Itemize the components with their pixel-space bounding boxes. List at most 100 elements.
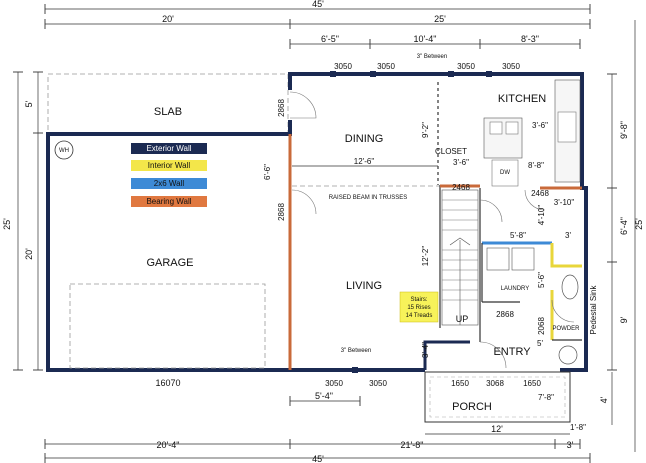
window-w4: 3050 bbox=[502, 62, 520, 71]
garage-exterior-wall bbox=[46, 120, 292, 372]
room-living: LIVING bbox=[346, 280, 382, 292]
door-garage-label: 2868 bbox=[277, 203, 286, 221]
dim-top-left: 20' bbox=[162, 14, 174, 24]
room-closet: CLOSET bbox=[435, 147, 467, 156]
stairs: UP bbox=[441, 189, 479, 326]
dim-bottom-5-4: 5'-4" bbox=[315, 391, 333, 401]
entry-door-label: 3068 bbox=[486, 379, 504, 388]
dim-right-4: 4' bbox=[599, 396, 609, 403]
dim-12-6: 12'-6" bbox=[354, 157, 375, 166]
dim-9-2: 9'-2" bbox=[421, 122, 430, 138]
bottom-windows: 3050 3050 3" Between 1650 3068 1650 bbox=[325, 348, 541, 388]
dim-3: 3' bbox=[565, 231, 571, 240]
washer bbox=[486, 247, 510, 271]
entry-wall bbox=[423, 340, 470, 370]
dim-7-8: 7'-8" bbox=[538, 393, 554, 402]
slab-outline bbox=[47, 73, 289, 135]
dim-bottom-left: 20'-4" bbox=[157, 440, 180, 450]
dim-top-inner-c: 8'-3" bbox=[521, 34, 539, 44]
dishwasher-label: DW bbox=[500, 170, 510, 176]
between-bottom-note: 3" Between bbox=[341, 348, 371, 354]
room-labels: SLAB GARAGE DINING LIVING KITCHEN CLOSET… bbox=[146, 93, 580, 413]
bottom-dimensions: 5'-4" 12' 20'-4" 21'-8" 3' 45' bbox=[44, 391, 591, 463]
dim-bottom-3: 3' bbox=[567, 440, 574, 450]
dim-bottom-overall: 45' bbox=[312, 454, 324, 463]
powder-wall-top bbox=[550, 243, 582, 268]
dim-1-8: 1'-8" bbox=[570, 423, 586, 432]
door-closet-label: 2468 bbox=[452, 183, 470, 192]
laundry-fixtures bbox=[486, 247, 535, 271]
kitchen-fixtures: DW bbox=[483, 79, 581, 187]
stairs-note-2: 15 Rises bbox=[407, 305, 430, 311]
dim-left-garage: 20' bbox=[24, 248, 34, 260]
dim-3-6-closet: 3'-6" bbox=[453, 158, 469, 167]
dim-bottom-right: 21'-8" bbox=[401, 440, 424, 450]
room-porch: PORCH bbox=[452, 401, 492, 413]
top-windows: 3050 3050 3050 3050 bbox=[330, 62, 520, 77]
dim-bottom-12: 12' bbox=[491, 424, 503, 434]
dim-4-10: 4'-10" bbox=[537, 205, 546, 226]
porch-inner bbox=[429, 376, 566, 418]
stairs-up-label: UP bbox=[456, 314, 469, 324]
legend-label-bearing: Bearing Wall bbox=[146, 197, 191, 206]
window-w6: 3050 bbox=[369, 379, 387, 388]
stove bbox=[557, 111, 577, 143]
top-dimensions: 45' 20' 25' 6'-5" 10'-4" 8'-3" 3" Betwee… bbox=[44, 0, 591, 60]
dim-right-25: 25' bbox=[634, 218, 644, 230]
room-slab: SLAB bbox=[154, 106, 182, 118]
dim-top-right: 25' bbox=[434, 14, 446, 24]
legend-label-exterior: Exterior Wall bbox=[146, 144, 191, 153]
door-kitchen-label: 2468 bbox=[531, 189, 549, 198]
entry-window-right: 1650 bbox=[523, 379, 541, 388]
powder-fixtures bbox=[558, 274, 579, 365]
garage-door-outline bbox=[69, 283, 266, 369]
room-dining: DINING bbox=[345, 133, 384, 145]
legend-swatch-exterior bbox=[131, 143, 207, 154]
interior-walls bbox=[292, 82, 582, 342]
window-w2: 3050 bbox=[377, 62, 395, 71]
porch-outline bbox=[424, 371, 571, 423]
legend-swatch-interior bbox=[131, 160, 207, 171]
window-w1: 3050 bbox=[334, 62, 352, 71]
garage-door-label: 16070 bbox=[155, 378, 180, 388]
stairs-note-1: Stairs: bbox=[410, 297, 427, 303]
right-dimensions: 9'-8" 6'-4" 9' 25' 4' bbox=[599, 20, 644, 452]
pedestal-sink bbox=[558, 345, 578, 365]
stairs-note-3: 14 Treads bbox=[406, 313, 433, 319]
legend-swatch-bearing bbox=[131, 196, 207, 207]
window-w5: 3050 bbox=[325, 379, 343, 388]
dim-3-4: 3'-4" bbox=[421, 342, 430, 358]
dim-left-slab: 5' bbox=[24, 100, 34, 107]
dim-5-6: 5'-6" bbox=[537, 272, 546, 288]
pedestal-sink-note: Pedestal Sink bbox=[589, 285, 598, 335]
dim-3-10: 3'-10" bbox=[554, 198, 575, 207]
toilet bbox=[561, 274, 579, 300]
room-kitchen: KITCHEN bbox=[498, 93, 546, 105]
dim-top-overall: 45' bbox=[312, 0, 324, 9]
room-garage: GARAGE bbox=[146, 257, 193, 269]
between-top-note: 3" Between bbox=[417, 54, 447, 60]
dryer bbox=[511, 247, 535, 271]
legend-swatch-2x6 bbox=[131, 178, 207, 189]
stairs-note: Stairs: 15 Rises 14 Treads bbox=[399, 291, 439, 323]
dim-6-6: 6'-6" bbox=[263, 164, 272, 180]
dishwasher bbox=[491, 159, 519, 187]
water-heater-label: WH bbox=[59, 148, 69, 154]
dim-top-inner-a: 6'-5" bbox=[321, 34, 339, 44]
dim-top-inner-b: 10'-4" bbox=[414, 34, 437, 44]
door-powder-a-label: 2868 bbox=[496, 310, 514, 319]
dim-3-6-kitchen: 3'-6" bbox=[532, 121, 548, 130]
room-powder: POWDER bbox=[553, 326, 581, 332]
dim-left-overall: 25' bbox=[2, 218, 12, 230]
entry-window-left: 1650 bbox=[451, 379, 469, 388]
legend-label-2x6: 2x6 Wall bbox=[154, 179, 185, 188]
exterior-walls bbox=[46, 72, 588, 372]
dim-right-6-4: 6'-4" bbox=[619, 217, 629, 235]
room-laundry: LAUNDRY bbox=[501, 286, 530, 292]
room-entry: ENTRY bbox=[493, 346, 531, 358]
left-dimensions: 25' 5' 20' bbox=[2, 71, 43, 371]
dim-right-9: 9' bbox=[619, 316, 629, 323]
door-powder-b-label: 2068 bbox=[537, 317, 546, 335]
dim-5-8: 5'-8" bbox=[510, 231, 526, 240]
